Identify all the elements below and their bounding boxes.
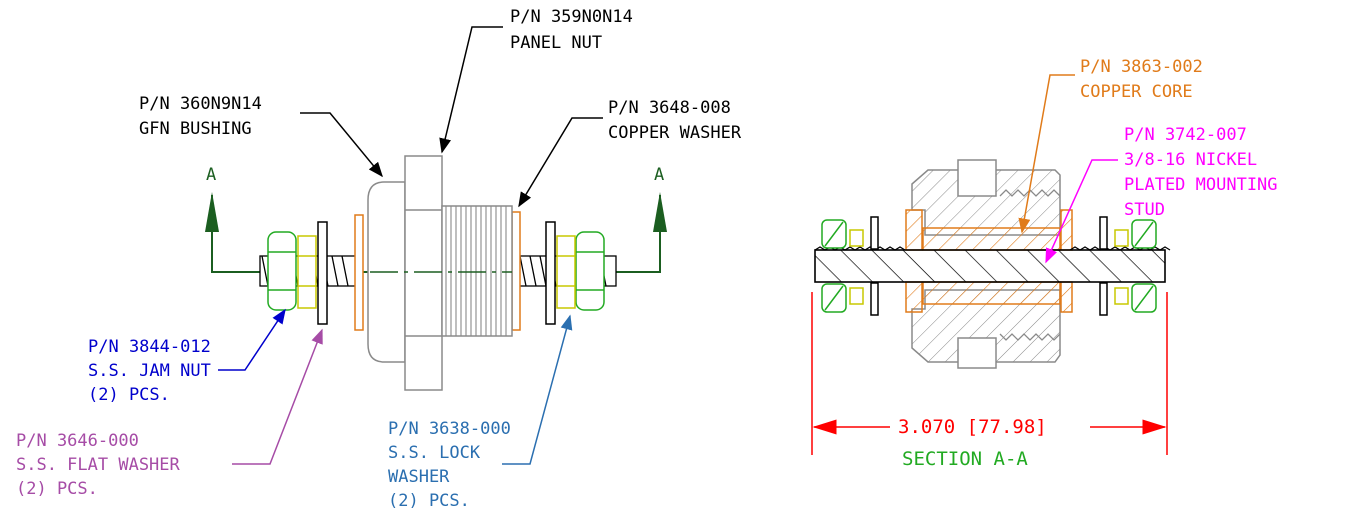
copper-washer-left [354, 214, 364, 331]
section-panel-nut-top [957, 159, 997, 197]
copper-washer-pn: P/N 3648-008 [608, 98, 731, 118]
section-copper-washer-left-bottom [905, 281, 923, 313]
section-marker-left: A [206, 165, 216, 185]
jam-nut-qty: (2) PCS. [88, 385, 170, 405]
stud-line1: 3/8-16 NICKEL [1124, 150, 1257, 170]
section-copper-washer-right-bottom [1060, 281, 1073, 313]
leader-bushing [300, 112, 383, 178]
copper-core-desc: COPPER CORE [1080, 82, 1193, 102]
section-jam-nut-right [1131, 219, 1157, 313]
bushing-pn: P/N 360N9N14 [139, 94, 262, 114]
copper-core-pn: P/N 3863-002 [1080, 57, 1203, 77]
section-lock-washer-right-bottom [1114, 287, 1129, 305]
leader-copper-washer [518, 117, 603, 208]
stud-line3: STUD [1124, 200, 1165, 220]
copper-washer-right [511, 211, 521, 331]
flat-washer-pn: P/N 3646-000 [16, 431, 139, 451]
lock-washer-right [556, 235, 576, 309]
stud-line2: PLATED MOUNTING [1124, 175, 1278, 195]
bushing-desc: GFN BUSHING [139, 119, 252, 139]
section-jam-nut-left [821, 219, 847, 313]
section-arrow-left [205, 192, 219, 232]
section-flat-washer-left-top [870, 216, 879, 250]
panel-nut-desc: PANEL NUT [510, 33, 602, 53]
flat-washer-left [317, 221, 328, 325]
section-view: 3.070 [77.98] SECTION A-A P/N 3863-002 C… [811, 57, 1278, 470]
dimension-text: 3.070 [77.98] [898, 416, 1047, 438]
flat-washer-right [545, 221, 556, 325]
lock-washer-desc2: WASHER [388, 467, 450, 487]
jam-nut-left [267, 231, 297, 311]
section-copper-core-top [922, 227, 1061, 251]
panel-nut [404, 155, 443, 391]
leader-stud [1045, 159, 1118, 264]
jam-nut-desc: S.S. JAM NUT [88, 361, 211, 381]
section-flat-washer-left-bottom [870, 282, 879, 316]
section-arrow-right [653, 192, 667, 232]
jam-nut-pn: P/N 3844-012 [88, 337, 211, 357]
section-stud [814, 249, 1166, 283]
assembly-view: A A [16, 7, 742, 510]
lock-washer-left [297, 235, 317, 309]
stud-pn: P/N 3742-007 [1124, 125, 1247, 145]
section-panel-nut-bottom [957, 337, 997, 369]
flat-washer-qty: (2) PCS. [16, 479, 98, 499]
lock-washer-pn: P/N 3638-000 [388, 419, 511, 439]
flat-washer-desc: S.S. FLAT WASHER [16, 455, 181, 475]
panel-nut-pn: P/N 359N0N14 [510, 7, 633, 27]
leader-panel-nut [439, 26, 503, 154]
leader-lock-washer [502, 314, 573, 465]
section-copper-core-bottom [922, 281, 1061, 305]
lock-washer-qty: (2) PCS. [388, 491, 470, 510]
section-flat-washer-right-top [1099, 216, 1108, 250]
section-thread-bottom [999, 333, 1061, 341]
section-title: SECTION A-A [902, 448, 1028, 470]
section-flat-washer-right-bottom [1099, 282, 1108, 316]
bushing-thread [441, 205, 513, 337]
copper-washer-desc: COPPER WASHER [608, 123, 742, 143]
leader-flat-washer [232, 328, 323, 465]
section-lock-washer-left-bottom [849, 287, 864, 305]
leader-jam-nut [218, 308, 286, 371]
section-lock-washer-left-top [849, 229, 864, 247]
leader-copper-core [1018, 74, 1075, 234]
section-copper-washer-left-top [905, 209, 923, 251]
jam-nut-right [575, 231, 605, 311]
section-lock-washer-right-top [1114, 229, 1129, 247]
lock-washer-desc1: S.S. LOCK [388, 443, 481, 463]
section-marker-right: A [654, 165, 664, 185]
